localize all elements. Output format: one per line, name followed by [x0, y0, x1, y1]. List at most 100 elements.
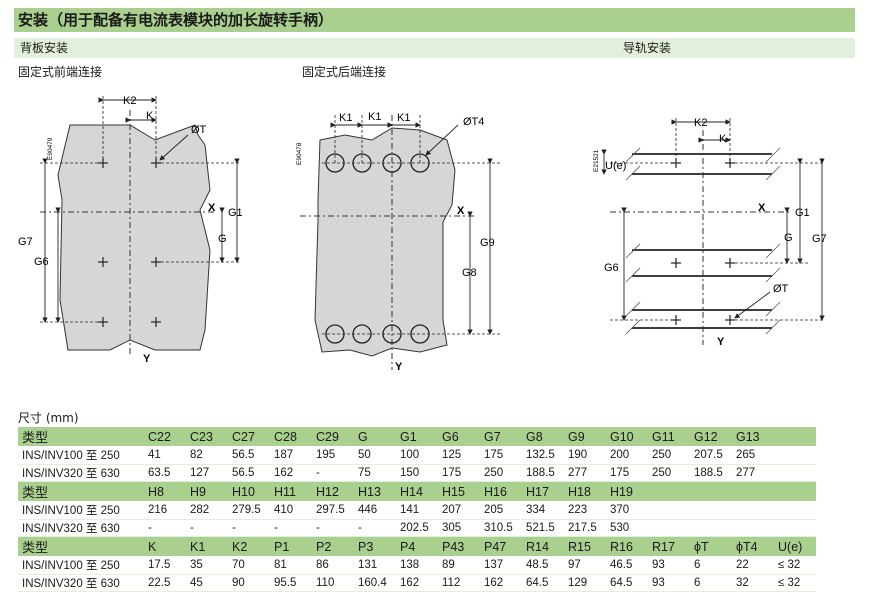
axis-y-3: Y	[717, 336, 725, 348]
table-cell: 305	[438, 519, 480, 537]
table-cell: ϕT	[690, 536, 732, 557]
table-cell: 277	[564, 464, 606, 482]
label-ot4: ØT4	[463, 116, 484, 128]
table-cell	[690, 481, 732, 502]
table-cell: 190	[564, 446, 606, 465]
dimensions-label: 尺寸 (mm)	[18, 411, 79, 425]
table-cell: INS/INV100 至 250	[18, 446, 144, 465]
label-k-rail: K	[719, 133, 727, 145]
rear-connection-caption: 固定式后端连接	[302, 65, 387, 79]
table-cell: C28	[270, 427, 312, 447]
table-cell	[774, 501, 816, 520]
table-cell: C23	[186, 427, 228, 447]
table-cell: P3	[354, 536, 396, 557]
table-cell: 310.5	[480, 519, 522, 537]
table-cell	[774, 446, 816, 465]
table-cell: 282	[186, 501, 228, 520]
table-cell: -	[228, 519, 270, 537]
label-g6-rail: G6	[604, 262, 619, 274]
table-cell: -	[270, 519, 312, 537]
table-cell: 132.5	[522, 446, 564, 465]
label-g6: G6	[34, 256, 49, 268]
table-cell: 45	[186, 574, 228, 592]
table-cell: 86	[312, 556, 354, 575]
label-ue: U(e)	[605, 160, 626, 172]
table-cell: -	[186, 519, 228, 537]
table-cell: G7	[480, 427, 522, 447]
table-cell: 137	[480, 556, 522, 575]
label-ot: ØT	[191, 124, 207, 136]
table-cell: 56.5	[228, 446, 270, 465]
table-cell: 250	[480, 464, 522, 482]
table-cell: K2	[228, 536, 270, 557]
label-k2-rail: K2	[694, 117, 707, 129]
table-cell	[774, 464, 816, 482]
table-cell: INS/INV320 至 630	[18, 519, 144, 537]
table-cell: 530	[606, 519, 648, 537]
axis-y-2: Y	[395, 361, 403, 373]
table-cell: G9	[564, 427, 606, 447]
table-cell: 160.4	[354, 574, 396, 592]
table-cell: -	[144, 519, 186, 537]
table-cell: 127	[186, 464, 228, 482]
table-cell: 141	[396, 501, 438, 520]
table-cell: 207	[438, 501, 480, 520]
axis-x: X	[208, 202, 216, 214]
table-cell: 56.5	[228, 464, 270, 482]
table-cell: 90	[228, 574, 270, 592]
table-cell: 75	[354, 464, 396, 482]
table-cell: -	[354, 519, 396, 537]
front-connection-diagram: K2 K ØT X Y G1 G G7 G6 E90479	[18, 95, 243, 365]
table-cell	[774, 519, 816, 537]
table-cell: G12	[690, 427, 732, 447]
table-cell: 265	[732, 446, 774, 465]
table-cell: H10	[228, 481, 270, 502]
table-cell: G	[354, 427, 396, 447]
table-cell: 22	[732, 556, 774, 575]
table-cell: 22.5	[144, 574, 186, 592]
table-cell: H17	[522, 481, 564, 502]
table-cell: ≤ 32	[774, 574, 816, 592]
table-cell: INS/INV100 至 250	[18, 501, 144, 520]
table-cell: 64.5	[606, 574, 648, 592]
table-cell: 162	[480, 574, 522, 592]
table-cell: G13	[732, 427, 774, 447]
figure-code-1: E90479	[47, 137, 54, 160]
table-cell: H8	[144, 481, 186, 502]
table-cell: 48.5	[522, 556, 564, 575]
table-cell: 32	[732, 574, 774, 592]
table-cell: R14	[522, 536, 564, 557]
table-cell: INS/INV320 至 630	[18, 464, 144, 482]
back-plate-label: 背板安装	[20, 41, 69, 55]
table-cell: P43	[438, 536, 480, 557]
table-cell: 277	[732, 464, 774, 482]
label-k2: K2	[123, 95, 136, 107]
table-cell: 63.5	[144, 464, 186, 482]
table-cell: 41	[144, 446, 186, 465]
table-cell: -	[312, 519, 354, 537]
table-cell	[732, 481, 774, 502]
table-cell: 131	[354, 556, 396, 575]
table-cell: P2	[312, 536, 354, 557]
table-cell: 202.5	[396, 519, 438, 537]
table-cell	[690, 501, 732, 520]
table-cell: 200	[606, 446, 648, 465]
table-cell: G11	[648, 427, 690, 447]
table-cell: 81	[270, 556, 312, 575]
table-cell	[774, 481, 816, 502]
table-cell: 175	[480, 446, 522, 465]
table-cell: C22	[144, 427, 186, 447]
table-cell: 46.5	[606, 556, 648, 575]
table-cell: 216	[144, 501, 186, 520]
table-cell: 187	[270, 446, 312, 465]
table-cell	[648, 501, 690, 520]
table-cell: H13	[354, 481, 396, 502]
table-cell: P4	[396, 536, 438, 557]
